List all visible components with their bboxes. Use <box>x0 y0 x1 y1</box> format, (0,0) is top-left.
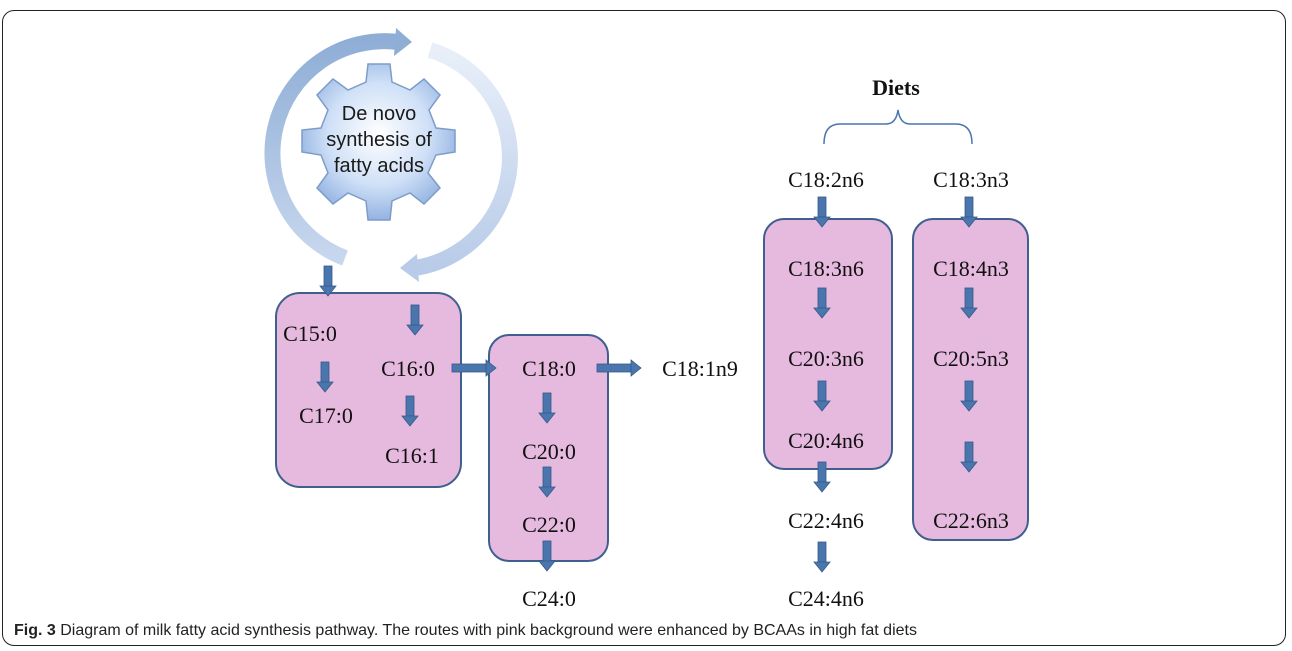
fa-c22-0: C22:0 <box>522 512 576 537</box>
fa-c20-3n6: C20:3n6 <box>788 346 864 371</box>
arrow-gear-to-c15 <box>319 265 337 297</box>
gear-label-line3: fatty acids <box>334 155 424 177</box>
fa-c16-0: C16:0 <box>381 356 435 381</box>
arrow-c224n6-to-c244n6 <box>813 541 831 573</box>
diets-label: Diets <box>872 75 920 100</box>
figure-border <box>2 10 1286 646</box>
gear-label-line1: De novo <box>342 103 417 125</box>
fa-c16-1: C16:1 <box>385 443 439 468</box>
saturated-box-1 <box>275 292 462 488</box>
fa-c15-0: C15:0 <box>283 321 337 346</box>
fa-c18-1n9: C18:1n9 <box>662 356 738 381</box>
fa-c22-4n6: C22:4n6 <box>788 508 864 533</box>
diets-bracket <box>823 109 973 145</box>
fa-c20-4n6: C20:4n6 <box>788 428 864 453</box>
fa-c18-2n6: C18:2n6 <box>788 167 864 192</box>
fa-c17-0: C17:0 <box>299 403 353 428</box>
fa-c24-0: C24:0 <box>522 586 576 611</box>
gear-icon <box>301 63 456 221</box>
fa-c18-3n6: C18:3n6 <box>788 256 864 281</box>
caption-label: Fig. 3 <box>14 622 56 639</box>
fa-c18-0: C18:0 <box>522 356 576 381</box>
fa-c20-0: C20:0 <box>522 439 576 464</box>
fa-c20-5n3: C20:5n3 <box>933 346 1009 371</box>
gear-label-line2: synthesis of <box>326 129 432 151</box>
fa-c24-4n6: C24:4n6 <box>788 586 864 611</box>
fa-c18-3n3: C18:3n3 <box>933 167 1009 192</box>
fa-c22-6n3: C22:6n3 <box>933 508 1009 533</box>
figure-caption: Fig. 3 Diagram of milk fatty acid synthe… <box>14 622 1274 640</box>
cycle-arrows-icon <box>264 28 518 282</box>
caption-text: Diagram of milk fatty acid synthesis pat… <box>55 622 917 639</box>
fa-c18-4n3: C18:4n3 <box>933 256 1009 281</box>
